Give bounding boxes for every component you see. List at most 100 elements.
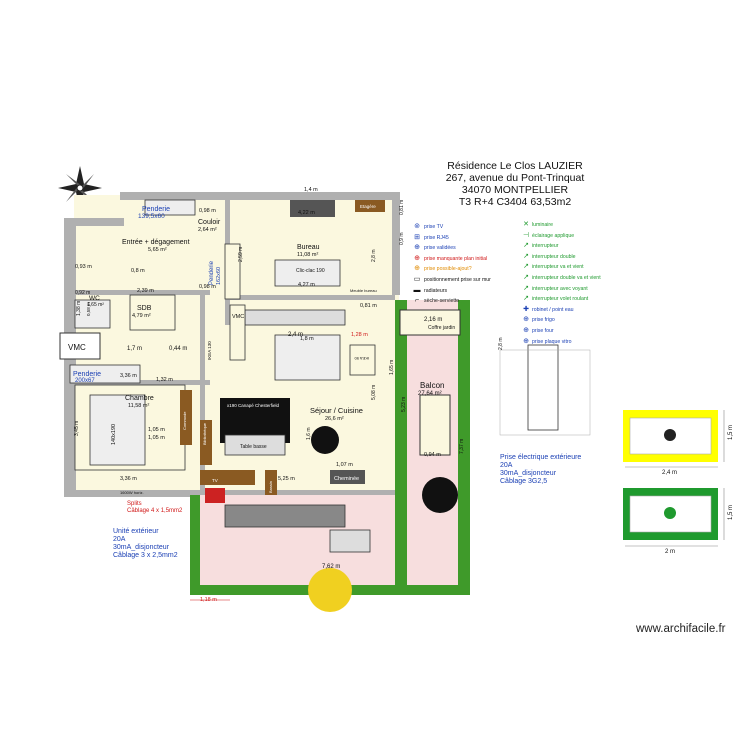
dim-1-8: 1,8 m [300,336,314,342]
legend-light-label: interrupteur va et vient [532,264,584,271]
dim-1-05a: 1,05 m [148,427,165,433]
legend-outlet-item: ▭positionnement prise sur mur [410,275,491,286]
legend-outlet-label: prise manquante plan initial [424,255,488,262]
table-basse-label: Table basse [240,444,267,450]
legend-outlets: ⊚prise TV⊞prise RJ45⊕prise validées⊕pris… [410,222,491,307]
dim-rug-2: 2 m [665,549,675,555]
dim-0-44: 0,44 m [169,346,187,352]
penderie2-label: Penderie [209,260,215,285]
dim-2-39: 2,39 m [137,288,154,294]
dim-7-62: 7,62 m [322,564,340,570]
sejour-label: Séjour / Cuisine [310,406,363,415]
legend-light-symbol-icon: ⊕ [523,326,529,334]
clic-clac-label: Clic-clac 190 [296,268,325,274]
note-unite-exterieure: Unité extérieur 20A 30mA_disjoncteur Câb… [113,528,178,559]
legend-light-item: ↗interrupteur avec voyant [520,284,601,295]
legend-light-item: ↗interrupteur [520,241,601,252]
dim-3-36a: 3,36 m [120,373,137,379]
tv-label: TV [212,478,218,483]
dim-0-8: 0,8 m [131,268,145,274]
entree-label: Entrée + dégagement [122,239,190,246]
dim-0-58: 0,58 m [86,302,91,316]
yellow-rug [623,410,718,462]
legend-outlet-item: ⌐ sèche-serviette [410,296,491,307]
legend-light-label: interrupteur double [532,253,576,260]
vmc1-label: VMC [68,343,86,352]
balcony-terrace [190,300,470,612]
wc-label: WC [89,295,100,302]
wc-area: 1,65 m² [87,302,104,308]
ikea130-label: IKEA 130 [207,341,212,360]
panneau-label: 1600W horiz. [120,490,144,495]
dim-1-28: 1,28 m [351,332,368,338]
dim-rug-1-5b: 1,5 m [728,505,734,520]
legend-outlet-label: positionnement prise sur mur [424,276,491,283]
green-rug [623,488,718,540]
legend-outlet-item: ⊕prise validées [410,243,491,254]
penderie3-size: 200x67 [75,378,95,384]
dim-7-37: 7,37 m [459,439,465,454]
ikea90-label: IKEA 90 [354,356,369,361]
dim-0-94: 0,94 m [424,452,441,458]
legend-outlet-item: ⊞prise RJ45 [410,233,491,244]
dim-3-36b: 3,36 m [120,476,137,482]
legend-light-item: ↗interrupteur volet roulant [520,294,601,305]
chambre-label: Chambre [125,395,154,402]
legend-light-label: prise frigo [532,317,555,324]
legend-light-symbol-icon: ✚ [523,305,529,313]
legend-light-item: ↗interrupteur va et vient [520,262,601,273]
legend-light-item: ⊕prise plaque vitro [520,337,601,348]
dimension-lines [190,410,725,601]
dim-0-98b: 0,98 m [199,284,216,290]
lit-label: 140x190 [111,424,117,445]
legend-light-label: prise plaque vitro [532,338,572,345]
legend-light-label: interrupteur double va et vient [532,274,601,281]
title-block: Résidence Le Clos LAUZIER 267, avenue du… [405,160,625,208]
note-prise-exterieure: Prise électrique extérieure 20A 30mA_dis… [500,454,582,485]
dim-1-05b: 1,05 m [148,435,165,441]
bassin-label: Bassin [268,481,273,493]
legend-light-symbol-icon: ↗ [523,263,529,271]
legend-outlet-label: sèche-serviette [424,298,460,305]
sdb-area: 4,79 m² [132,313,151,319]
dim-3-45: 3,45 m [74,421,80,436]
legend-light-symbol-icon: ↗ [523,295,529,303]
legend-outlet-symbol-icon: ⌐ [414,297,420,305]
legend-outlet-symbol-icon: ▬ [413,286,421,294]
legend-light-item: ⊕prise frigo [520,315,601,326]
sdb-label: SDB [137,305,152,312]
legend-light-label: prise four [532,327,554,334]
legend-light-symbol-icon: ↗ [523,284,529,292]
legend-light-symbol-icon: ⊣ [522,231,530,239]
legend-light-label: interrupteur [532,243,559,250]
legend-light-symbol-icon: ✕ [523,221,529,228]
dim-5-08: 5,08 m [371,385,377,400]
entree-area: 5,65 m² [148,247,167,253]
outdoor-table [499,344,591,436]
dim-1-65: 1,65 m [389,360,395,375]
dim-2-8: 2,8 m [371,249,377,262]
etagere-label: Etagère [360,204,376,209]
watermark: www.archifacile.fr [636,623,726,635]
penderie1-size: 139,5x60 [138,213,165,220]
dim-0-92: 0,92 m [75,290,90,296]
bureau-label: Bureau [297,244,320,251]
legend-light-symbol-icon: ↗ [523,252,529,260]
canape-label: x190 Canapé Chesterfield [227,403,280,408]
dim-rug-1-5a: 1,5 m [728,425,734,440]
legend-outlet-item: ⊚prise TV [410,222,491,233]
dim-1-7: 1,7 m [127,346,142,352]
legend-outlet-item: ⊕prise manquante plan initial [410,254,491,265]
legend-outlet-label: radiateurs [424,287,448,294]
legend-outlet-symbol-icon: ⊚ [414,223,420,230]
balcon-label: Balcon [420,381,444,390]
legend-outlet-label: prise RJ45 [424,234,449,241]
dim-0-93: 0,93 m [75,264,92,270]
dim-5-23: 5,23 m [401,397,407,412]
legend-light-symbol-icon: ⊕ [523,316,529,324]
dim-2-16: 2,16 m [424,317,442,323]
dim-1-6: 1,6 m [306,427,312,440]
dim-2-8b: 2,8 m [498,337,504,350]
bibliotheque-label: Bibliothèque [202,422,207,445]
chambre-area: 11,58 m² [128,403,149,409]
